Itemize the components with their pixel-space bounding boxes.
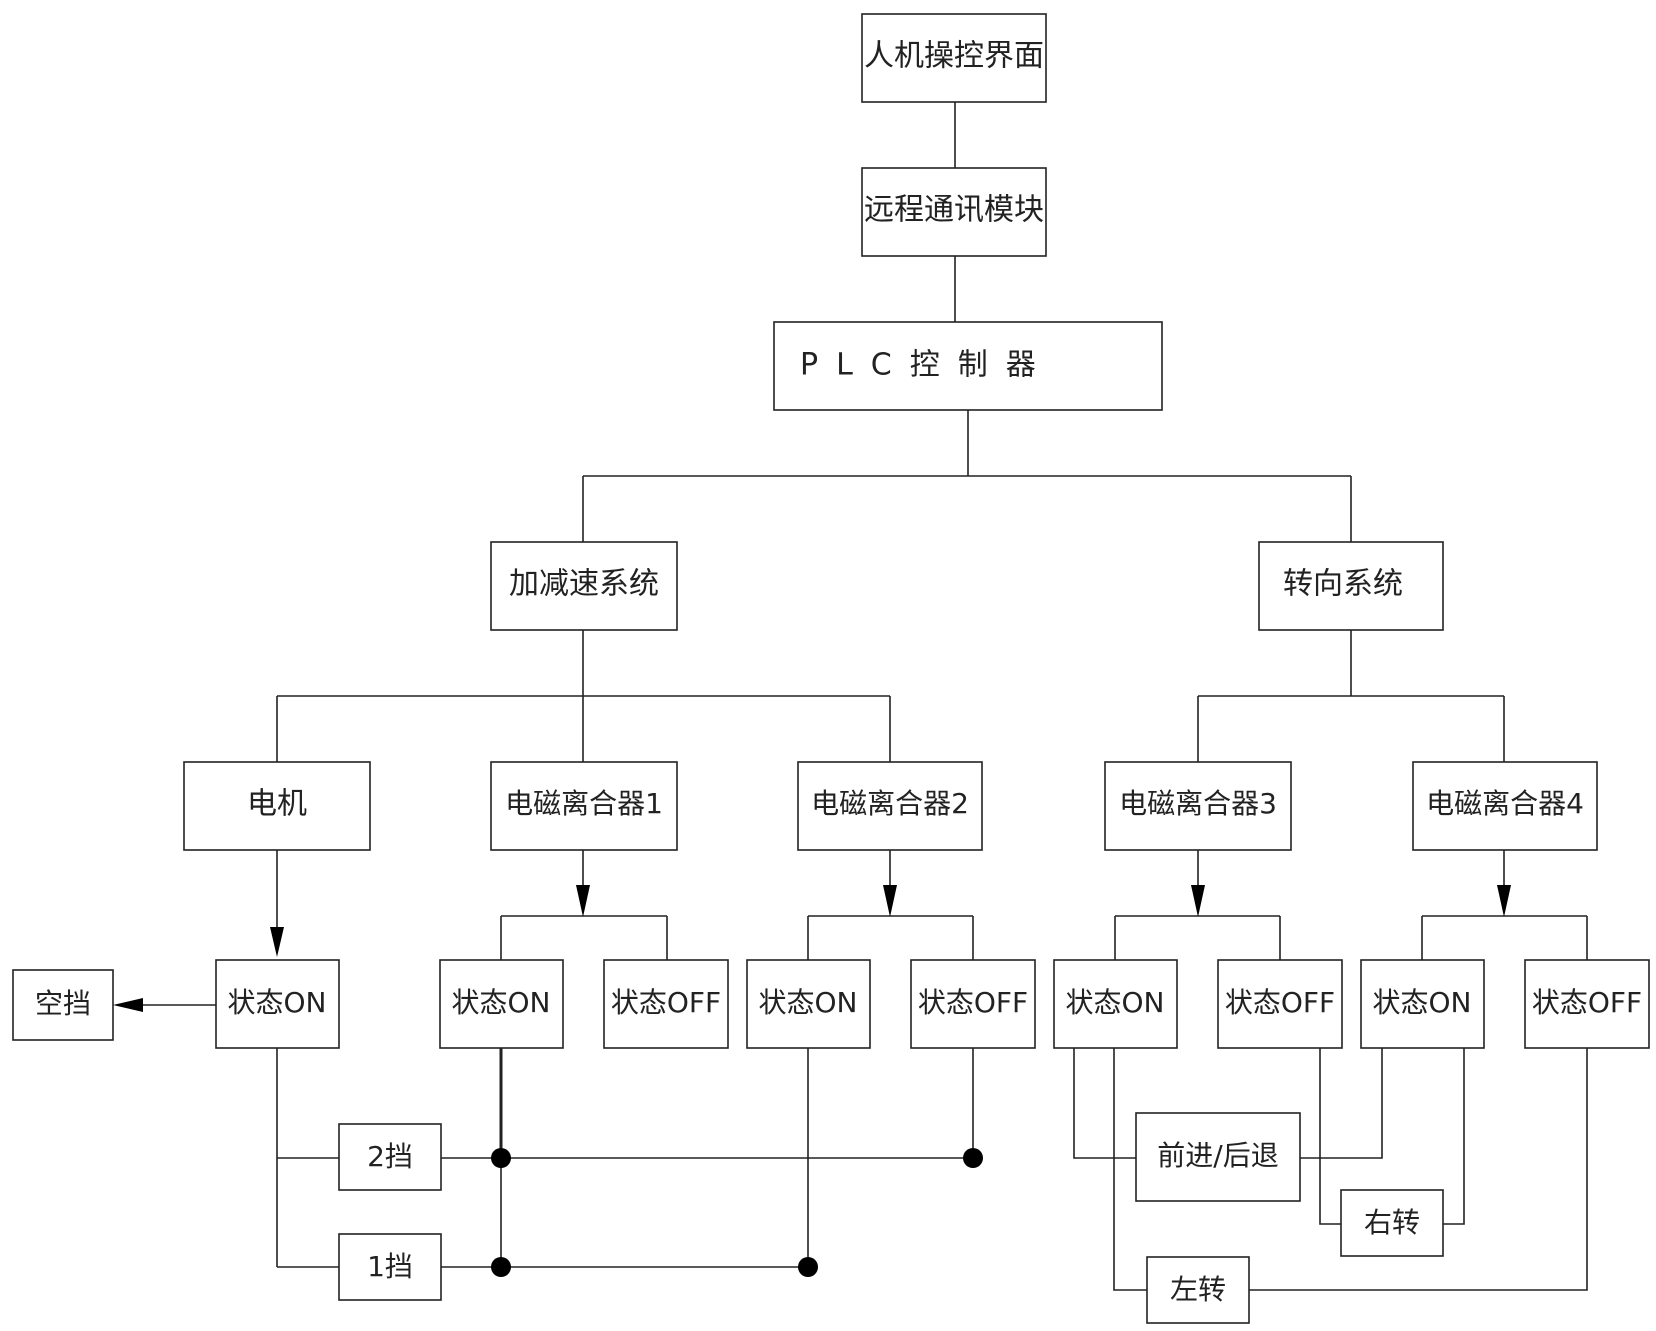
accel-system-label: 加减速系统 [509,567,659,602]
clutch4-state-off-label: 状态OFF [1532,986,1642,1019]
turn-right-label: 右转 [1364,1206,1420,1239]
clutch1-box: 电磁离合器1 [490,761,678,851]
clutch1-state-off-box: 状态OFF [603,959,729,1049]
clutch3-state-on-label: 状态ON [1066,986,1165,1019]
remote-module-label: 远程通讯模块 [864,193,1044,228]
hmi-label: 人机操控界面 [864,39,1044,74]
turn-left-box: 左转 [1146,1256,1250,1324]
arrowhead-motor [270,927,284,957]
connectors [140,102,1588,1291]
plc-box: PLC控制器 [773,321,1163,411]
clutch3-state-off-label: 状态OFF [1225,986,1335,1019]
plc-label: PLC控制器 [800,348,1054,383]
junction-dot [963,1148,983,1168]
motor-state-on-box: 状态ON [215,959,340,1049]
arrowhead-clutch3 [1191,885,1205,917]
gear1-box: 1挡 [338,1233,442,1301]
clutch3-state-on-box: 状态ON [1053,959,1178,1049]
junction-dots [491,1148,983,1277]
forward-reverse-label: 前进/后退 [1157,1139,1278,1172]
clutch2-label: 电磁离合器2 [811,787,969,820]
clutch3-state-off-box: 状态OFF [1217,959,1343,1049]
clutch1-state-on-box: 状态ON [439,959,564,1049]
junction-dot [798,1257,818,1277]
motor-state-on-label: 状态ON [228,986,327,1019]
clutch4-state-on-box: 状态ON [1360,959,1485,1049]
clutch4-label: 电磁离合器4 [1426,787,1584,820]
arrowhead-clutch1 [576,885,590,917]
clutch2-state-off-box: 状态OFF [910,959,1036,1049]
clutch2-state-on-label: 状态ON [759,986,858,1019]
motor-box: 电机 [183,761,371,851]
clutch2-state-off-label: 状态OFF [918,986,1028,1019]
gear2-box: 2挡 [338,1123,442,1191]
arrowheads [113,885,1511,1012]
clutch1-state-off-label: 状态OFF [611,986,721,1019]
arrowhead-clutch4 [1497,885,1511,917]
gear2-label: 2挡 [367,1140,413,1173]
remote-module-box: 远程通讯模块 [861,167,1047,257]
clutch1-label: 电磁离合器1 [505,787,663,820]
junction-dot [491,1148,511,1168]
neutral-label: 空挡 [35,987,91,1020]
clutch3-box: 电磁离合器3 [1104,761,1292,851]
junction-dot [491,1257,511,1277]
arrowhead-clutch2 [883,885,897,917]
hmi-box: 人机操控界面 [861,13,1047,103]
clutch3-label: 电磁离合器3 [1119,787,1277,820]
clutch4-state-off-box: 状态OFF [1524,959,1650,1049]
steering-system-box: 转向系统 [1258,541,1444,631]
clutch4-state-on-label: 状态ON [1373,986,1472,1019]
arrowhead-neutral [113,998,143,1012]
accel-system-box: 加减速系统 [490,541,678,631]
steering-system-label: 转向系统 [1283,567,1403,602]
clutch1-state-on-label: 状态ON [452,986,551,1019]
motor-label: 电机 [247,787,307,822]
turn-left-label: 左转 [1170,1273,1226,1306]
neutral-box: 空挡 [12,969,114,1041]
forward-reverse-box: 前进/后退 [1135,1112,1301,1202]
clutch4-box: 电磁离合器4 [1412,761,1598,851]
turn-right-box: 右转 [1340,1189,1444,1257]
clutch2-state-on-box: 状态ON [746,959,871,1049]
clutch2-box: 电磁离合器2 [797,761,983,851]
gear1-label: 1挡 [367,1250,413,1283]
